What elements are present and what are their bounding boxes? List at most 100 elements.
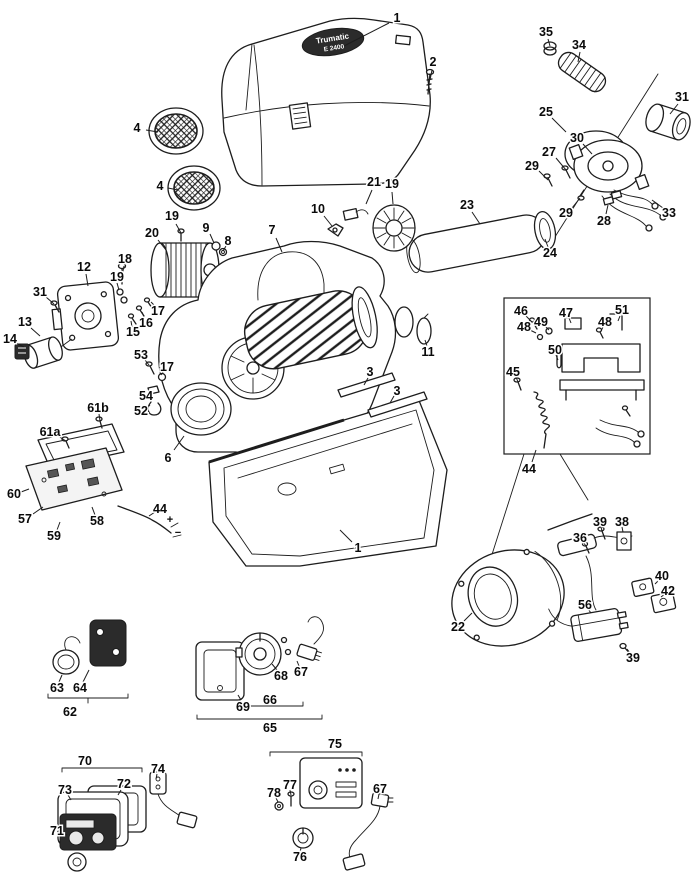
part-label-4: 4 — [134, 121, 141, 135]
leader-line-42 — [660, 593, 666, 598]
leader-line-27 — [555, 157, 567, 171]
leader-line-33 — [651, 199, 664, 209]
leader-line-11 — [424, 339, 428, 347]
part-label-47: 47 — [559, 306, 573, 320]
dial-68 — [235, 632, 282, 676]
leader-line-6 — [173, 435, 185, 451]
part-label-70: 70 — [78, 754, 92, 768]
leader-line-76 — [299, 847, 302, 853]
clip-21 — [342, 207, 369, 221]
leader-line-73 — [67, 794, 72, 801]
part-label-58: 58 — [90, 514, 104, 528]
part-label-4: 4 — [157, 179, 164, 193]
part-label-66: 66 — [263, 693, 277, 707]
leader-line-29 — [571, 197, 581, 209]
part-label-38: 38 — [615, 515, 629, 529]
polarity-mark: + — [167, 514, 173, 526]
leader-lines — [15, 22, 679, 853]
part-label-36: 36 — [573, 531, 587, 545]
part-label-22: 22 — [451, 620, 465, 634]
part-label-10: 10 — [311, 202, 325, 216]
control-box — [503, 297, 651, 455]
part-label-35: 35 — [539, 25, 553, 39]
fan-hardware-8-9-19 — [177, 228, 228, 257]
leader-line-24 — [544, 238, 549, 248]
part-label-19: 19 — [165, 209, 179, 223]
screws-77-78 — [274, 791, 295, 811]
group-bracket-70 — [61, 767, 143, 773]
group-bracket-75 — [269, 751, 363, 757]
part-label-31: 31 — [33, 285, 47, 299]
part-label-61a: 61a — [40, 425, 62, 439]
leader-line-38 — [621, 526, 624, 533]
hardware-66 — [280, 636, 292, 656]
leader-line-59 — [56, 521, 61, 531]
part-label-33: 33 — [662, 206, 676, 220]
leader-line-45 — [515, 376, 519, 383]
leader-line-30 — [582, 143, 593, 155]
leader-line-77 — [289, 789, 292, 796]
part-label-40: 40 — [655, 569, 669, 583]
part-label-17: 17 — [160, 360, 174, 374]
part-label-7: 7 — [269, 223, 276, 237]
corrugated-hose-34 — [557, 51, 607, 93]
igniter-assembly — [547, 513, 633, 611]
part-label-3: 3 — [394, 384, 401, 398]
screw-39b — [619, 642, 632, 656]
control-panel-71 — [59, 813, 117, 872]
leader-line-18 — [121, 265, 125, 277]
part-label-19: 19 — [385, 177, 399, 191]
part-label-51: 51 — [615, 303, 629, 317]
leader-line-64 — [82, 669, 90, 683]
leader-line-35 — [547, 38, 551, 47]
filter-grille-upper — [148, 107, 204, 155]
connector-67b — [342, 792, 394, 871]
leader-line-29 — [538, 170, 549, 181]
leader-line-67 — [296, 660, 300, 667]
top-casing: Trumatic E 2400 — [221, 17, 431, 187]
part-label-45: 45 — [506, 365, 520, 379]
part-label-18: 18 — [118, 252, 132, 266]
part-label-20: 20 — [145, 226, 159, 240]
leader-line-67 — [377, 793, 380, 800]
leader-line-36 — [582, 541, 587, 547]
bracket-10 — [327, 223, 344, 237]
leader-line-14 — [15, 342, 25, 348]
leader-line-9 — [209, 233, 215, 244]
leader-line-25 — [551, 117, 567, 133]
leader-line-47 — [568, 317, 572, 324]
part-label-68: 68 — [274, 669, 288, 683]
part-label-59: 59 — [47, 529, 61, 543]
leader-line-68 — [271, 663, 278, 671]
leader-line-51 — [617, 315, 621, 322]
part-label-67: 67 — [294, 665, 308, 679]
plug-14 — [14, 343, 30, 360]
group-bracket-62 — [47, 693, 129, 704]
part-label-8: 8 — [225, 234, 232, 248]
part-label-48: 48 — [517, 320, 531, 334]
part-label-56: 56 — [578, 598, 592, 612]
part-label-65: 65 — [263, 721, 277, 735]
control-panel-75 — [299, 757, 363, 809]
leader-line-69 — [237, 694, 242, 701]
leader-line-54 — [148, 389, 154, 394]
part-label-49: 49 — [534, 315, 548, 329]
leader-line-71 — [61, 832, 68, 836]
supply-wire-44 — [117, 505, 182, 538]
part-label-34: 34 — [572, 38, 586, 52]
leader-line-60 — [20, 488, 30, 493]
part-label-11: 11 — [421, 345, 434, 359]
part-label-60: 60 — [7, 487, 21, 501]
leader-line-52 — [145, 404, 151, 409]
leader-line-63 — [58, 674, 63, 683]
leader-line-53 — [144, 359, 150, 366]
side-brackets-3 — [337, 372, 428, 418]
leader-line-20 — [157, 239, 167, 251]
part-label-29: 29 — [525, 159, 539, 173]
filter-grille-lower — [167, 165, 221, 211]
leader-line-19 — [175, 223, 182, 234]
part-label-72: 72 — [117, 777, 131, 791]
